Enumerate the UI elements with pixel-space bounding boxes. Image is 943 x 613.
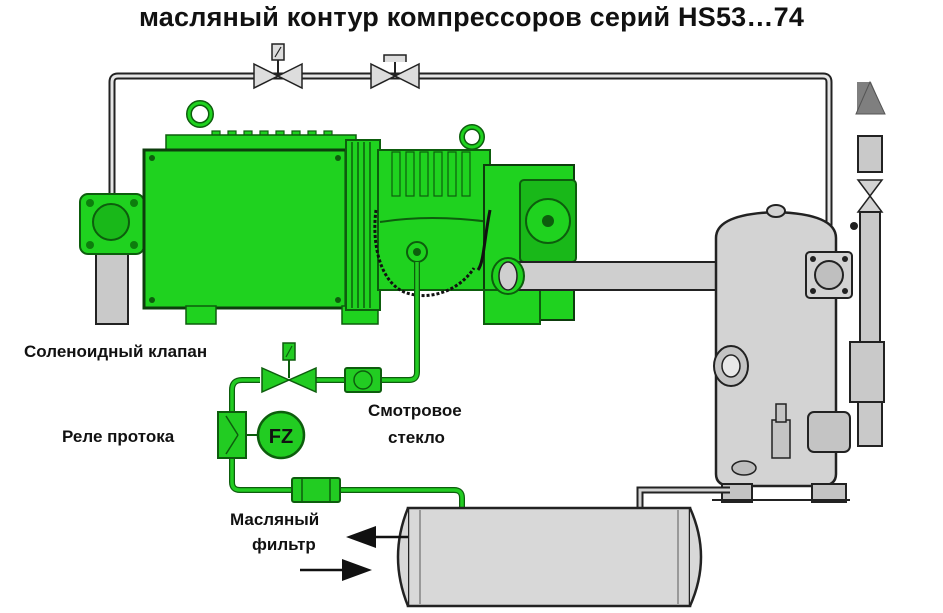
water-arrow-out-icon bbox=[346, 526, 408, 548]
oil-solenoid-valve-icon bbox=[261, 342, 317, 394]
oil-filter-icon bbox=[291, 477, 341, 503]
sight-glass-label-line1: Смотровое bbox=[368, 401, 462, 420]
page-title: масляный контур компрессоров серий HS53…… bbox=[138, 2, 805, 32]
oil-separator-vessel bbox=[712, 204, 853, 503]
right-discharge-line bbox=[849, 80, 886, 447]
oil-filter-label-line1: Масляный bbox=[230, 510, 320, 529]
oil-sight-glass-icon bbox=[344, 367, 382, 393]
compressor bbox=[142, 100, 577, 325]
oil-cooler bbox=[396, 506, 703, 608]
fz-sensor-icon: FZ bbox=[246, 410, 306, 460]
flow-relay-label: Реле протока bbox=[62, 427, 175, 446]
top-valve-icon bbox=[370, 54, 420, 90]
flow-relay-icon bbox=[217, 411, 247, 459]
oil-line bbox=[229, 262, 465, 514]
left-pipe bbox=[79, 193, 145, 325]
oil-filter-label-line2: фильтр bbox=[252, 535, 316, 554]
top-solenoid-valve-icon bbox=[253, 43, 303, 90]
water-arrow-in-icon bbox=[300, 559, 372, 581]
fz-label: FZ bbox=[269, 426, 293, 448]
top-return-line bbox=[108, 72, 833, 250]
solenoid-valve-label: Соленоидный клапан bbox=[24, 342, 208, 361]
sight-glass-label-line2: стекло bbox=[388, 428, 445, 447]
